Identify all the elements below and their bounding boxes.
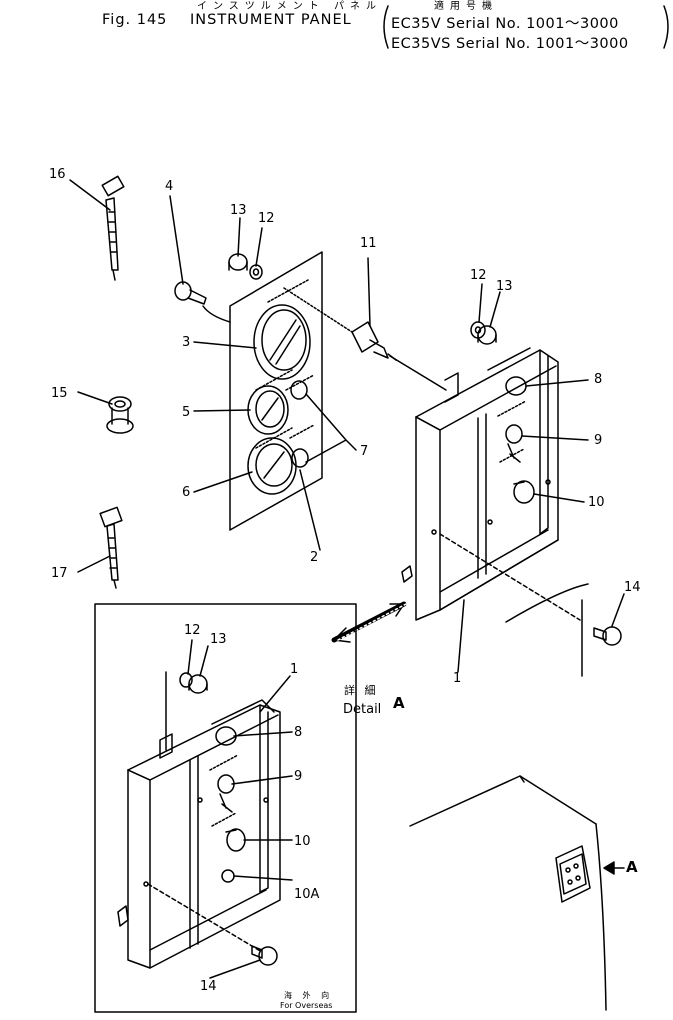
leader-lines [69,179,625,979]
callout-9: 9 [594,433,602,448]
callout-4: 4 [165,179,173,194]
nut-13-right [477,325,497,345]
callout-10a-detail: 10A [294,887,320,902]
callout-10-detail: 10 [294,834,311,849]
callout-12-right: 12 [470,268,487,283]
machine-body [409,775,625,1011]
callout-12-top: 12 [258,211,275,226]
cable-tie-16 [101,175,125,281]
callout-2: 2 [310,550,318,565]
callout-7: 7 [360,444,368,459]
detail-panel-box [117,671,281,969]
screw-14-detail [251,945,278,966]
cable-line [505,583,589,623]
serial-range-ec35vs: EC35VS Serial No. 1001～3000 [391,36,629,52]
callout-14-detail: 14 [200,979,217,994]
washer-12-detail [179,672,193,688]
callout-8-detail: 8 [294,725,302,740]
detail-label-japanese: 詳 細 [344,683,379,697]
overseas-label-japanese: 海 外 向 [284,990,333,1000]
callout-10: 10 [588,495,605,510]
grommet-15 [106,396,134,434]
header-paren-left [383,5,389,49]
callout-6: 6 [182,485,190,500]
wire-11-to-box [389,355,447,391]
applicable-units-japanese: 適用号機 [434,1,498,12]
callout-5: 5 [182,405,190,420]
callout-1: 1 [453,671,461,686]
gauge-panel-plate-2 [229,251,323,531]
screw-axis-line-right [439,533,581,621]
screw-14-right [593,626,622,646]
callout-16: 16 [49,167,66,182]
washer-12-top [249,264,263,280]
header-paren-right [663,5,669,49]
view-marker-letter: A [626,858,638,876]
serial-range-ec35v: EC35V Serial No. 1001～3000 [391,16,619,32]
detail-label: Detail [343,702,381,717]
callout-8: 8 [594,372,602,387]
view-arrow-icon [603,861,615,875]
detail-frame [94,603,357,1013]
lamp-socket-4 [174,281,231,323]
overseas-label: For Overseas [280,1001,332,1010]
figure-number: Fig. 145 [102,12,168,28]
callout-9-detail: 9 [294,769,302,784]
callout-13-top: 13 [230,203,247,218]
cable-tie-17 [99,506,123,589]
callout-14-right: 14 [624,580,641,595]
callout-1-detail: 1 [290,662,298,677]
callout-13-right: 13 [496,279,513,294]
callout-12-detail: 12 [184,623,201,638]
panel-box-1 [401,347,559,621]
connector-11 [351,321,397,361]
callout-13-detail: 13 [210,632,227,647]
callout-3: 3 [182,335,190,350]
callout-15: 15 [51,386,68,401]
detail-letter: A [393,694,405,712]
callout-17: 17 [51,566,68,581]
nut-13-detail [188,674,208,694]
screw-axis-line-detail [147,883,263,953]
wire-plate-to-11 [283,287,353,333]
detail-arrow [331,601,407,643]
callout-11: 11 [360,236,377,251]
title-japanese: インスツルメント パネル [197,1,382,12]
figure-title: INSTRUMENT PANEL [190,12,352,28]
